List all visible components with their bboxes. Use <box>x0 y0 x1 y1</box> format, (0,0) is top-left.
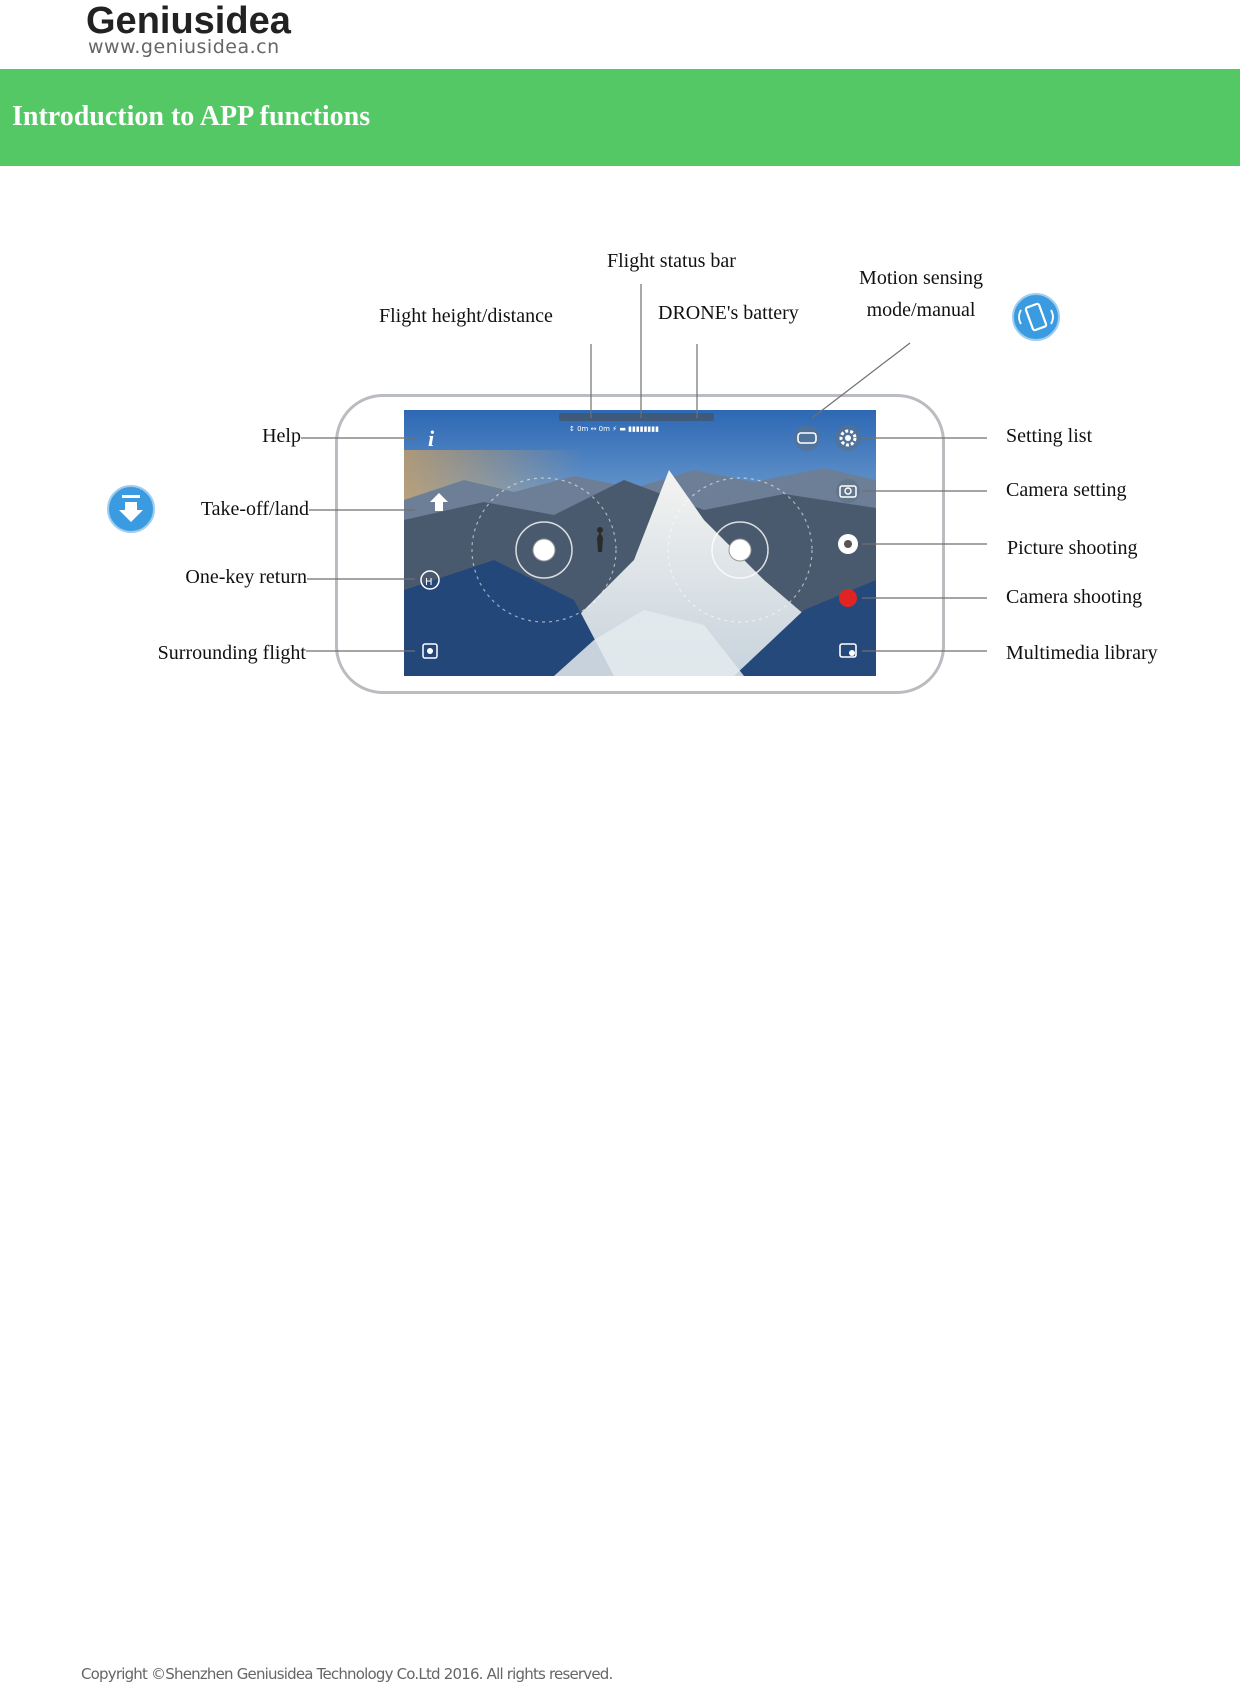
label-drone-battery: DRONE's battery <box>658 302 799 325</box>
mountain-scene <box>404 410 876 676</box>
logo-url: www.geniusidea.cn <box>88 36 280 58</box>
label-picture-shooting: Picture shooting <box>1007 537 1138 560</box>
label-setting-list: Setting list <box>1006 425 1092 448</box>
label-help: Help <box>150 425 301 448</box>
phone-rotate-icon <box>1013 294 1059 340</box>
copyright-footer: Copyright ©Shenzhen Geniusidea Technolog… <box>81 1665 612 1683</box>
label-flight-height-distance: Flight height/distance <box>379 305 553 328</box>
label-multimedia-library: Multimedia library <box>1006 642 1158 665</box>
section-banner: Introduction to APP functions <box>0 69 1240 166</box>
label-one-key-return: One-key return <box>150 566 307 589</box>
download-arrow-icon <box>108 486 154 532</box>
label-camera-shooting: Camera shooting <box>1006 586 1142 609</box>
section-title: Introduction to APP functions <box>12 101 370 133</box>
app-screen: ↕ 0m ↔ 0m ⚡ ▬ ▮▮▮▮▮▮▮▮ <box>404 410 876 676</box>
label-camera-setting: Camera setting <box>1006 479 1127 502</box>
label-surrounding-flight: Surrounding flight <box>100 642 306 665</box>
motion-line-2: mode/manual <box>846 294 996 326</box>
status-readout: ↕ 0m ↔ 0m ⚡ ▬ ▮▮▮▮▮▮▮▮ <box>569 425 659 433</box>
brand-logo: Geniusidea www.geniusidea.cn <box>86 0 326 62</box>
label-takeoff-land: Take-off/land <box>150 498 309 521</box>
flight-status-bar <box>559 413 714 421</box>
label-flight-status-bar: Flight status bar <box>607 250 736 273</box>
motion-line-1: Motion sensing <box>846 262 996 294</box>
label-motion-sensing: Motion sensing mode/manual <box>846 262 996 326</box>
